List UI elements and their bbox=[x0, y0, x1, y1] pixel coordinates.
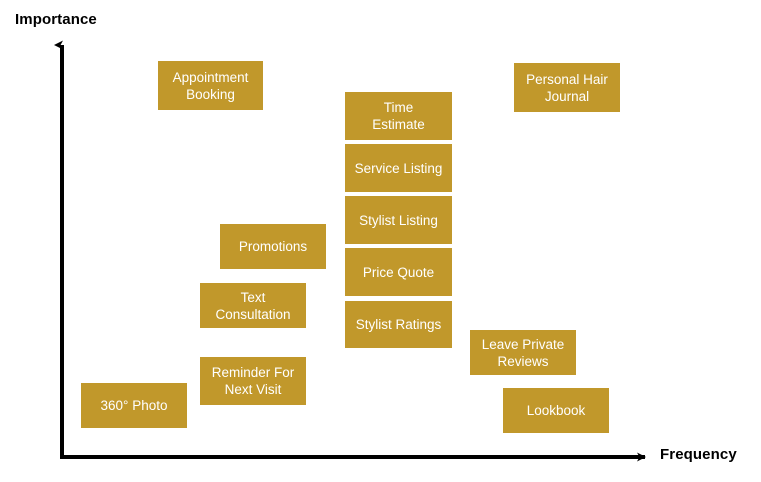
feature-box-service-listing[interactable]: Service Listing bbox=[345, 144, 452, 192]
feature-box-label: Stylist Ratings bbox=[355, 317, 442, 332]
feature-box-label: Lookbook bbox=[526, 403, 586, 418]
feature-box-label: Price Quote bbox=[362, 264, 435, 280]
feature-box-360-photo[interactable]: 360° Photo bbox=[81, 383, 187, 428]
feature-box-label: Stylist Listing bbox=[359, 212, 438, 228]
feature-box-price-quote[interactable]: Price Quote bbox=[345, 248, 452, 296]
feature-box-promotions[interactable]: Promotions bbox=[220, 224, 326, 269]
feature-box-lookbook[interactable]: Lookbook bbox=[503, 388, 609, 433]
feature-box-stylist-listing[interactable]: Stylist Listing bbox=[345, 196, 452, 244]
feature-box-label: 360° Photo bbox=[100, 398, 168, 413]
feature-box-stylist-ratings[interactable]: Stylist Ratings bbox=[345, 301, 452, 348]
feature-box-label: Service Listing bbox=[354, 160, 443, 176]
y-axis-label: Importance bbox=[15, 11, 97, 28]
feature-box-label: Promotions bbox=[238, 239, 308, 254]
x-axis-label: Frequency bbox=[660, 446, 737, 463]
